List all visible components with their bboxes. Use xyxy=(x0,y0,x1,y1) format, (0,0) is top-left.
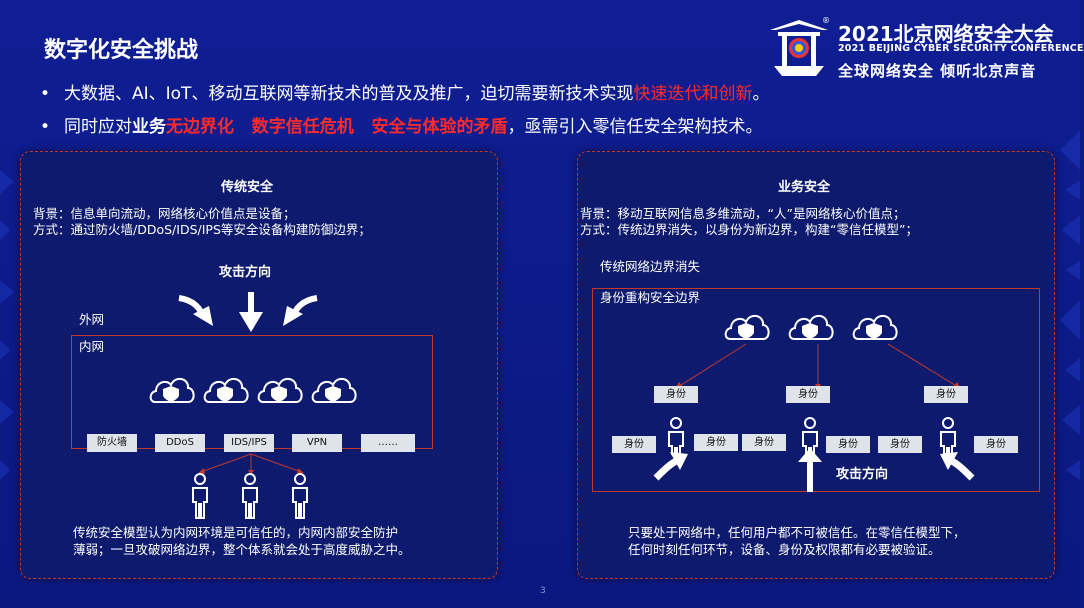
user-icon xyxy=(292,473,308,519)
business-security-panel: 业务安全 背景：移动互联网信息多维流动，“人”是网络核心价值点； 方式：传统边界… xyxy=(577,151,1055,579)
cloud-shield-icon xyxy=(149,377,195,403)
registered-mark: ® xyxy=(822,16,830,25)
left-footer-line-1: 传统安全模型认为内网环境是可信任的，内网内部安全防护 xyxy=(73,525,399,540)
right-footer-line-1: 只要处于网络中，任何用户都不可被信任。在零信任模型下， xyxy=(628,525,966,540)
bullet-2: • 同时应对业务无边界化 数字信任危机 安全与体验的矛盾，亟需引入零信任安全架构技… xyxy=(40,112,763,137)
slide-title: 数字化安全挑战 xyxy=(44,38,199,63)
bullet-2-text: 同时应对 xyxy=(64,117,132,137)
cloud-shield-icon xyxy=(724,314,770,340)
identity-links xyxy=(674,343,962,390)
user-icon xyxy=(668,417,684,455)
identity-boundary-label: 身份重构安全边界 xyxy=(600,290,701,305)
identity-badge: 身份 xyxy=(786,386,830,403)
component-more: …… xyxy=(361,434,415,452)
bullet-marker: • xyxy=(40,117,51,137)
identity-badge: 身份 xyxy=(878,436,922,453)
panel-heading: 传统安全 xyxy=(221,180,274,195)
cloud-shield-row xyxy=(724,314,898,340)
method-line: 方式：传统边界消失，以身份为新边界，构建“零信任模型”； xyxy=(580,222,918,237)
background-line: 背景：移动互联网信息多维流动，“人”是网络核心价值点； xyxy=(580,206,906,221)
page-number: 3 xyxy=(540,586,546,596)
internal-links xyxy=(198,453,304,475)
internal-network-label: 内网 xyxy=(79,339,105,354)
attack-arrows-icon xyxy=(653,448,975,492)
right-footer-line-2: 任何时刻任何环节，设备、身份及权限都有必要被验证。 xyxy=(628,542,941,557)
cloud-shield-icon xyxy=(788,314,834,340)
identity-badge: 身份 xyxy=(654,386,698,403)
bullet-1-end: 。 xyxy=(752,84,770,104)
identity-badge: 身份 xyxy=(924,386,968,403)
user-icon xyxy=(192,473,208,519)
cloud-shield-icon xyxy=(852,314,898,340)
user-icon xyxy=(242,473,258,519)
left-footer-line-2: 薄弱；一旦攻破网络边界，整个体系就会处于高度威胁之中。 xyxy=(73,542,411,557)
component-ddos: DDoS xyxy=(155,434,205,452)
background-line: 背景：信息单向流动，网络核心价值点是设备； xyxy=(33,206,296,221)
attack-direction-label: 攻击方向 xyxy=(836,467,889,482)
bullet-1-highlight: 快速迭代和创新 xyxy=(633,84,753,104)
cloud-shield-row xyxy=(149,377,357,403)
boundary-gone-label: 传统网络边界消失 xyxy=(600,259,701,274)
bullet-2-highlight: 无边界化 数字信任危机 安全与体验的矛盾 xyxy=(166,117,508,137)
traditional-security-panel: 传统安全 背景：信息单向流动，网络核心价值点是设备； 方式：通过防火墙/DDoS… xyxy=(20,151,498,579)
attack-arrows-icon xyxy=(178,292,318,332)
identity-users xyxy=(668,417,956,455)
bullet-marker: • xyxy=(40,84,51,104)
identity-badge: 身份 xyxy=(826,436,870,453)
component-firewall: 防火墙 xyxy=(87,434,137,452)
bullet-1-text: 大数据、AI、IoT、移动互联网等新技术的普及及推广，迫切需要新技术实现 xyxy=(64,84,634,104)
panel-heading: 业务安全 xyxy=(778,180,831,195)
attack-direction-label: 攻击方向 xyxy=(219,265,272,280)
component-ids-ips: IDS/IPS xyxy=(224,434,274,452)
identity-badge: 身份 xyxy=(974,436,1018,453)
identity-boundary xyxy=(592,288,1040,492)
identity-badge: 身份 xyxy=(612,436,656,453)
logo-title: 2021北京网络安全大会 xyxy=(838,22,1054,46)
cloud-shield-icon xyxy=(257,377,303,403)
identity-badge: 身份 xyxy=(742,434,786,451)
internal-users xyxy=(192,473,308,519)
identity-badge: 身份 xyxy=(694,434,738,451)
method-line: 方式：通过防火墙/DDoS/IDS/IPS等安全设备构建防御边界； xyxy=(33,222,371,237)
logo-subtitle: 2021 BEIJING CYBER SECURITY CONFERENCE xyxy=(838,43,1084,54)
user-icon xyxy=(940,417,956,455)
bullet-2-bold: 业务 xyxy=(132,117,166,137)
component-vpn: VPN xyxy=(292,434,342,452)
conference-logo: ® 2021北京网络安全大会 2021 BEIJING CYBER SECURI… xyxy=(766,16,1083,86)
external-network-label: 外网 xyxy=(79,312,105,327)
cloud-shield-icon xyxy=(311,377,357,403)
logo-slogan: 全球网络安全 倾听北京声音 xyxy=(838,62,1037,80)
cloud-shield-icon xyxy=(203,377,249,403)
bullet-2-end: ，亟需引入零信任安全架构技术。 xyxy=(507,117,763,137)
user-icon xyxy=(802,417,818,455)
temple-emblem-icon xyxy=(770,20,828,76)
bullet-1: • 大数据、AI、IoT、移动互联网等新技术的普及及推广，迫切需要新技术实现快速迭… xyxy=(40,79,769,104)
